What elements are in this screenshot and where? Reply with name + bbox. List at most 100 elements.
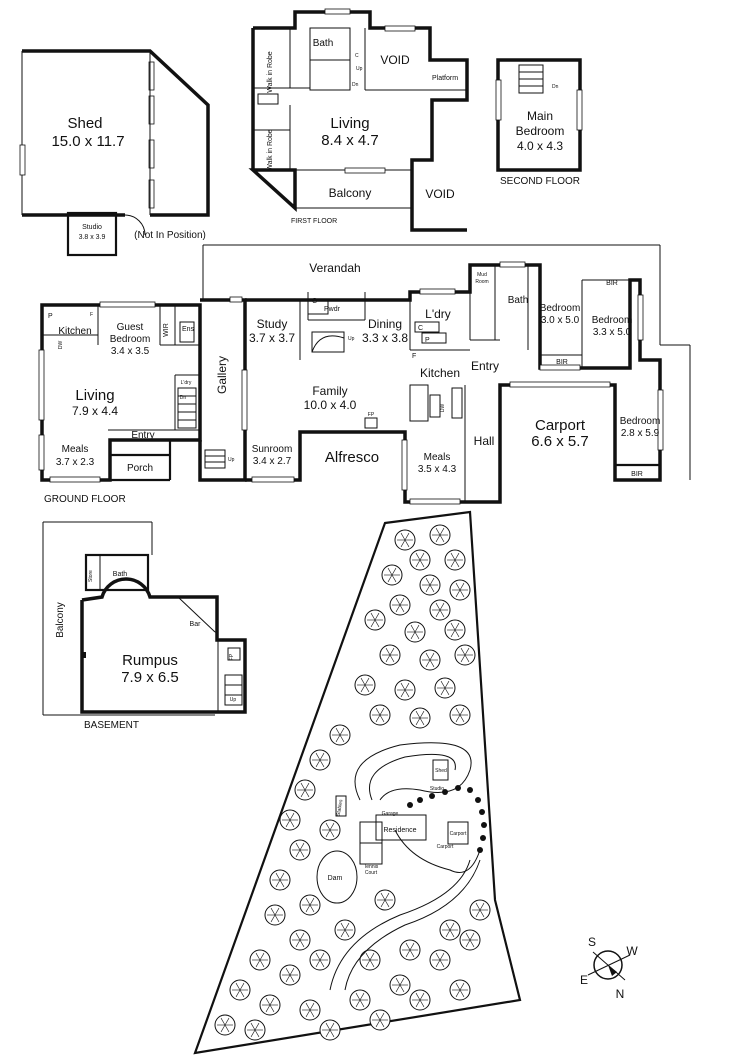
tree-branch [375,707,381,716]
tree-branch [445,929,451,938]
sf-size: 4.0 x 4.3 [517,139,563,153]
gf-hall: Hall [474,434,495,448]
gf-ldry: L'dry [425,307,451,321]
first-floor-plan: Bath Walk in Robe Walk in Robe VOID Plat… [248,8,469,232]
tree-branch [364,684,370,693]
tree-branch [379,1019,385,1028]
tree-branch [460,654,466,663]
tree-branch [399,604,405,613]
tree-branch [295,939,301,948]
tree-branch [444,687,450,696]
tree-branch [279,879,285,888]
tree-branch [319,752,325,761]
tree-branch [379,707,385,716]
gf-gallery: Gallery [215,356,229,394]
tree-branch [459,989,465,998]
tree-branch [465,932,471,941]
tree-branch [459,589,465,598]
tree-branch [409,949,415,958]
tree-branch [469,932,475,941]
tree-branch [395,984,401,993]
tree-branch [329,1022,335,1031]
tree-branch [435,609,441,618]
second-floor-title: SECOND FLOOR [500,176,580,187]
tree-branch [300,782,306,791]
gf-living: Living [75,387,114,404]
tree-branch [464,654,470,663]
basement-title: BASEMENT [84,720,139,731]
gf-dw: DW [58,341,64,350]
tree-branch [429,652,435,661]
tree-branch [269,997,275,1006]
tree-branch [380,892,386,901]
tree-branch [454,629,460,638]
gf-carport-size: 6.6 x 5.7 [531,433,589,450]
tree-branch [359,992,365,1001]
tree-branch [425,577,431,586]
tree-branch [425,652,431,661]
tree-branch [305,1009,311,1018]
compass-n: N [616,987,625,1001]
sf-dn: Dn [552,84,559,90]
tree-branch [369,959,375,968]
gf-bath: Bath [508,295,529,306]
tree-branch [419,717,425,726]
gf-verandah: Verandah [309,261,360,275]
gf-bir-2: BIR [556,359,568,366]
gf-guest: Guest [117,322,144,333]
tree-branch [299,939,305,948]
tree-branch [275,872,281,881]
tree-branch [285,974,291,983]
tree-branch [270,907,276,916]
ff-void-2: VOID [425,187,455,201]
tree-branch [279,872,285,881]
tree-branch [387,574,393,583]
gf-up-porch: Up [228,457,235,463]
bs-bath: Bath [113,571,128,578]
tree-branch [465,939,471,948]
compass-s: S [588,935,596,949]
tree-branch [379,714,385,723]
tree-branch [415,552,421,561]
tree-branch [299,932,305,941]
tree-branch [384,892,390,901]
site-dam: Dam [328,875,343,882]
tree-branch [274,907,280,916]
tree-branch [400,689,406,698]
tree-branch [435,527,441,536]
tree-branch [315,952,321,961]
gf-sunroom-size: 3.4 x 2.7 [253,456,292,467]
tree-branch [440,680,446,689]
shed-size: 15.0 x 11.7 [51,133,124,150]
tree-branch [475,909,481,918]
gf-porch: Porch [127,463,153,474]
ff-up: Up [356,66,363,72]
hedge-icon [480,835,486,841]
tree-branch [365,952,371,961]
first-floor-title: FIRST FLOOR [291,218,337,225]
gf-living-size: 7.9 x 4.4 [72,404,118,418]
tree-branch [239,989,245,998]
ff-living-size: 8.4 x 4.7 [321,132,379,149]
tree-branch [387,567,393,576]
tree-branch [479,902,485,911]
tree-branch [455,982,461,991]
tree-branch [391,567,397,576]
tree-branch [455,589,461,598]
hedge-icon [417,797,423,803]
tree-branch [409,942,415,951]
site-tennis: Tennis [364,864,379,870]
site-garage: Garage [382,811,399,817]
second-floor-plan: Dn Main Bedroom 4.0 x 4.3 SECOND FLOOR [495,58,583,187]
gf-carport: Carport [535,417,586,434]
tree-branch [419,552,425,561]
tree-branch [344,922,350,931]
tree-branch [450,629,456,638]
tree-branch [440,687,446,696]
tree-branch [325,1022,331,1031]
hedge-icon [407,802,413,808]
tree-branch [400,682,406,691]
tree-branch [389,647,395,656]
gf-mud: Mud [477,272,487,278]
tree-branch [224,1017,230,1026]
